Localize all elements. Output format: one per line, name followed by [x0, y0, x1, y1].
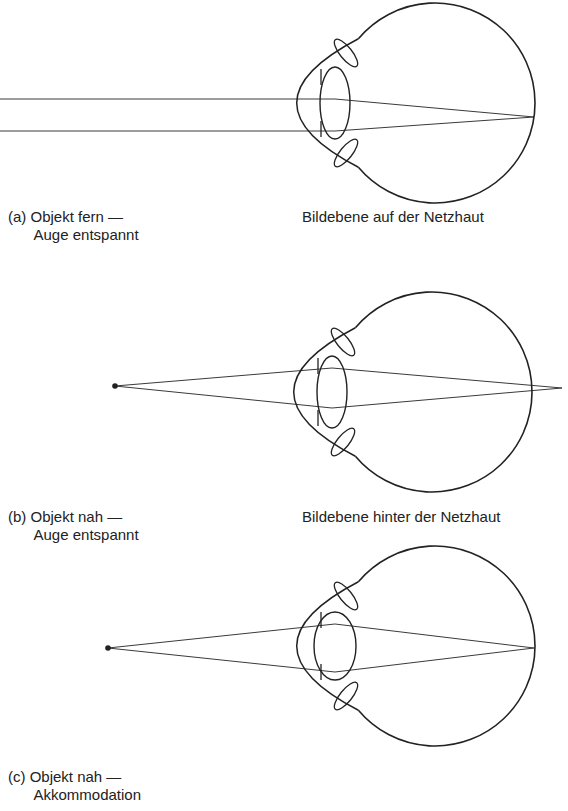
ciliary-body	[331, 36, 362, 70]
panel-caption: (c) Objekt nah — Akkommodation	[8, 768, 148, 804]
panel-caption: (a) Objekt fern — Auge entspannt	[8, 208, 148, 244]
eye	[294, 292, 532, 492]
panel-caption: (b) Objekt nah — Auge entspannt	[8, 508, 148, 544]
lens	[317, 356, 347, 428]
object-point	[112, 383, 118, 389]
light-ray	[0, 117, 534, 131]
iris	[317, 358, 318, 374]
ciliary-body	[328, 325, 359, 359]
object-point	[105, 645, 111, 651]
eye	[297, 3, 535, 203]
ciliary-body	[331, 579, 362, 613]
ciliary-body	[331, 679, 362, 713]
eye	[297, 546, 535, 746]
iris	[320, 121, 321, 137]
cornea	[294, 328, 356, 457]
eyeball-outline	[358, 3, 535, 203]
image-plane-label: Bildebene auf der Netzhaut	[302, 208, 484, 226]
iris	[320, 69, 321, 85]
image-plane-label: Bildebene hinter der Netzhaut	[302, 508, 500, 526]
eyeball-outline	[355, 292, 532, 492]
light-ray	[115, 368, 562, 388]
lens	[314, 612, 356, 680]
cornea	[297, 39, 359, 168]
iris	[320, 612, 321, 628]
light-ray	[115, 386, 562, 408]
cornea	[297, 582, 359, 711]
light-ray	[0, 99, 534, 117]
ciliary-body	[331, 136, 362, 170]
eyeball-outline	[358, 546, 535, 746]
iris	[317, 410, 318, 426]
iris	[320, 664, 321, 680]
ciliary-body	[328, 425, 359, 459]
lens	[320, 67, 350, 139]
